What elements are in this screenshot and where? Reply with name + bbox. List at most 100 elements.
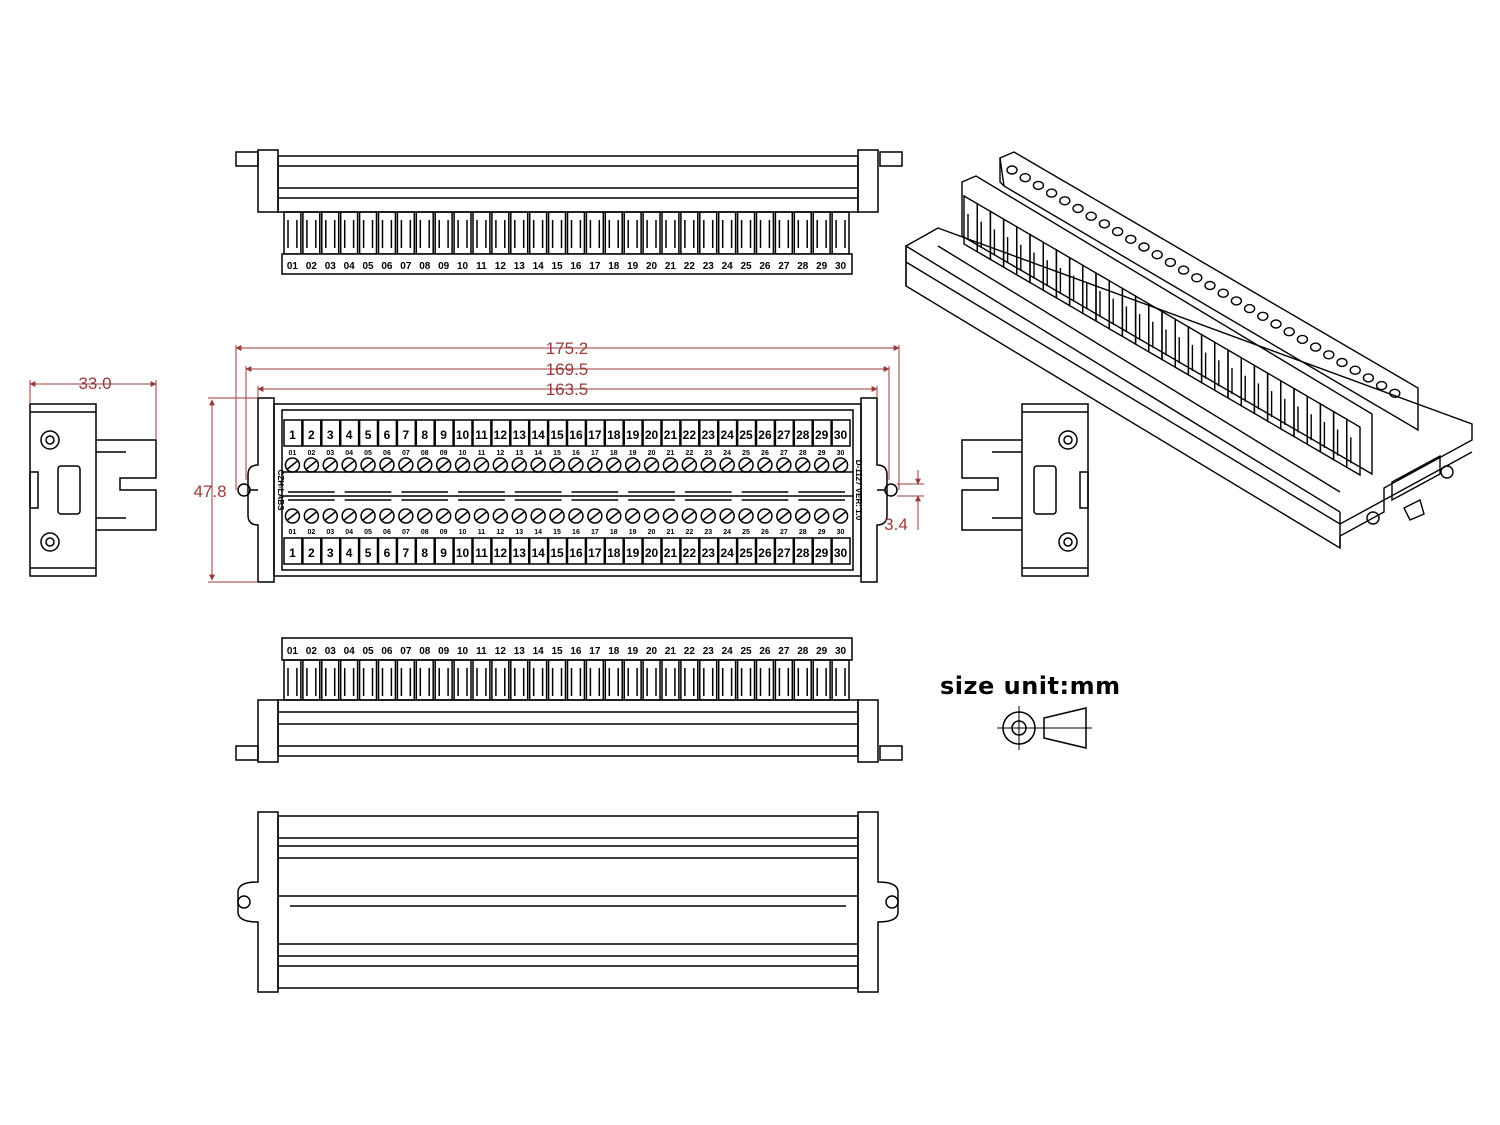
terminal-number: 15 — [550, 546, 564, 560]
terminal-tooth — [736, 659, 756, 701]
terminal-label: 25 — [740, 261, 752, 272]
terminal-label: 30 — [835, 261, 847, 272]
iso-screw — [1375, 380, 1388, 391]
iso-screw — [1177, 265, 1190, 275]
terminal-cell — [717, 419, 738, 447]
terminal-label: 05 — [362, 646, 374, 657]
iso-screw — [1230, 296, 1243, 306]
terminal-code: 18 — [610, 529, 618, 536]
terminal-number: 9 — [440, 428, 447, 442]
terminal-number: 11 — [475, 546, 488, 560]
terminal-cell — [661, 537, 681, 565]
terminal-tooth — [547, 211, 567, 255]
terminal-code: 24 — [723, 529, 731, 536]
size-unit-label: size unit:mm — [940, 672, 1121, 700]
terminal-tooth — [396, 659, 416, 701]
terminal-tooth — [831, 659, 850, 701]
terminal-code: 19 — [629, 450, 637, 457]
model-text: D-1127 VER: 1.0 — [854, 460, 863, 521]
terminal-code: 24 — [723, 450, 731, 457]
terminal-cell — [396, 537, 417, 565]
terminal-tooth — [642, 211, 661, 255]
terminal-code: 20 — [648, 450, 656, 457]
terminal-number: 14 — [531, 546, 545, 560]
iso-screw — [1349, 365, 1361, 375]
projection-symbol — [997, 706, 1092, 750]
terminal-label: 19 — [627, 646, 639, 657]
terminal-code: 19 — [629, 529, 637, 536]
terminal-label: 01 — [287, 261, 299, 272]
terminal-code: 26 — [761, 450, 769, 457]
terminal-cell — [623, 537, 643, 565]
screw — [813, 508, 830, 524]
terminal-label: 26 — [759, 646, 771, 657]
terminal-label: 23 — [703, 261, 715, 272]
terminal-code: 12 — [496, 450, 504, 457]
terminal-code: 14 — [534, 529, 542, 536]
iso-screw — [1111, 226, 1124, 237]
terminal-tooth — [302, 659, 321, 701]
terminal-number: 26 — [758, 546, 772, 560]
terminal-tooth — [339, 659, 359, 701]
screw — [473, 508, 490, 524]
screw — [719, 508, 735, 524]
screw — [284, 508, 301, 524]
iso-screw — [1019, 172, 1031, 183]
terminal-number: 8 — [421, 428, 428, 442]
terminal-number: 21 — [664, 428, 678, 442]
screw — [303, 508, 320, 524]
terminal-cell — [812, 537, 832, 565]
terminal-tooth — [472, 211, 491, 255]
terminal-code: 05 — [364, 450, 372, 457]
rear-view — [237, 811, 899, 993]
terminal-tooth — [642, 659, 661, 701]
iso-base-label: 21 — [1215, 408, 1228, 421]
terminal-cell — [321, 419, 341, 447]
terminal-label: 16 — [570, 261, 582, 272]
terminal-label: 11 — [476, 646, 487, 657]
iso-base-label: 29 — [1321, 469, 1334, 482]
terminal-code: 26 — [761, 529, 769, 536]
terminal-label: 28 — [797, 261, 809, 272]
terminal-tooth — [623, 659, 642, 701]
terminal-number: 30 — [834, 546, 848, 560]
terminal-cell — [453, 419, 473, 447]
terminal-tooth — [358, 211, 378, 255]
terminal-tooth — [472, 659, 491, 701]
iso-screw — [1323, 350, 1335, 360]
screw — [832, 508, 849, 524]
terminal-tooth — [661, 211, 680, 255]
terminal-label: 21 — [665, 261, 677, 272]
iso-screw — [1085, 211, 1097, 221]
terminal-number: 6 — [384, 428, 391, 442]
terminal-label: 07 — [400, 646, 412, 657]
terminal-tooth — [585, 211, 605, 255]
terminal-label: 06 — [381, 646, 393, 657]
terminal-label: 02 — [306, 646, 318, 657]
terminal-label: 24 — [722, 646, 734, 657]
terminal-code: 06 — [383, 529, 391, 536]
screw — [738, 508, 754, 524]
terminal-label: 05 — [362, 261, 374, 272]
iso-screw — [1072, 203, 1084, 214]
terminal-number: 22 — [683, 428, 697, 442]
terminal-label: 06 — [381, 261, 393, 272]
terminal-cell — [472, 419, 492, 447]
iso-base-label: 30 — [1334, 477, 1347, 490]
screw — [379, 508, 395, 524]
terminal-code: 03 — [326, 529, 334, 536]
terminal-number: 16 — [569, 546, 583, 560]
terminal-cell — [717, 537, 738, 565]
terminal-number: 24 — [720, 546, 734, 560]
terminal-code: 27 — [780, 529, 788, 536]
terminal-number: 3 — [327, 546, 334, 560]
terminal-code: 28 — [799, 529, 807, 536]
terminal-label: 12 — [495, 261, 507, 272]
terminal-number: 7 — [403, 546, 410, 560]
terminal-number: 7 — [403, 428, 410, 442]
terminal-label: 11 — [476, 261, 487, 272]
terminal-cell — [755, 419, 776, 447]
iso-screw — [1125, 234, 1137, 245]
screw — [700, 508, 716, 524]
